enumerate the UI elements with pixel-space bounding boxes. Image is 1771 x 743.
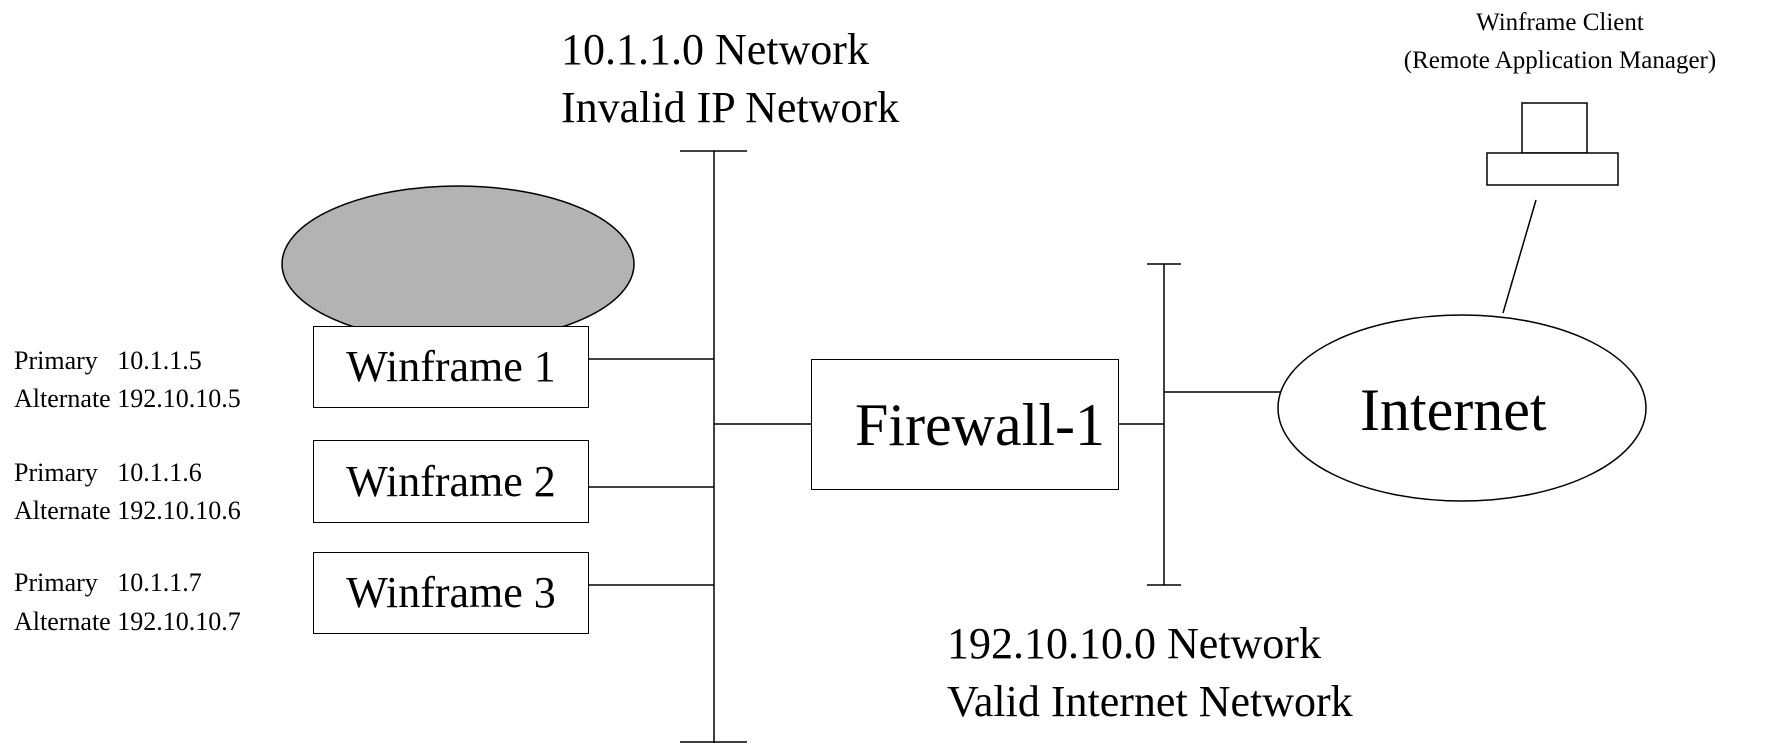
winframe-1-label: Winframe 1 [346, 342, 556, 391]
client-label-line1: Winframe Client [1476, 9, 1644, 36]
computer-icon [1486, 102, 1619, 186]
winframe-1-box: Winframe 1 [313, 326, 589, 408]
server-3-primary-ip: Primary 10.1.1.7 [14, 568, 202, 597]
server-2-alternate-ip: Alternate 192.10.10.6 [14, 496, 241, 525]
cluster-ellipse [281, 185, 635, 343]
firewall-label: Firewall-1 [855, 391, 1105, 458]
internet-ellipse [1277, 314, 1647, 502]
winframe-2-label: Winframe 2 [346, 456, 556, 506]
winframe-3-label: Winframe 3 [346, 568, 556, 617]
winframe-2-box: Winframe 2 [313, 440, 589, 523]
server-1-primary-ip: Primary 10.1.1.5 [14, 346, 202, 375]
invalid-network-title-line2: Invalid IP Network [561, 83, 900, 132]
server-1-alternate-ip: Alternate 192.10.10.5 [14, 384, 241, 413]
client-internet-link [1502, 199, 1537, 314]
internet-label: Internet [1360, 377, 1547, 443]
firewall-box: Firewall-1 [811, 359, 1119, 490]
valid-network-title-line1: 192.10.10.0 Network [947, 619, 1321, 668]
winframe-3-box: Winframe 3 [313, 552, 589, 634]
invalid-network-title-line1: 10.1.1.0 Network [561, 25, 869, 74]
server-3-alternate-ip: Alternate 192.10.10.7 [14, 607, 241, 636]
server-2-primary-ip: Primary 10.1.1.6 [14, 458, 202, 487]
valid-network-title-line2: Valid Internet Network [947, 677, 1353, 726]
client-label-line2: (Remote Application Manager) [1403, 47, 1717, 74]
